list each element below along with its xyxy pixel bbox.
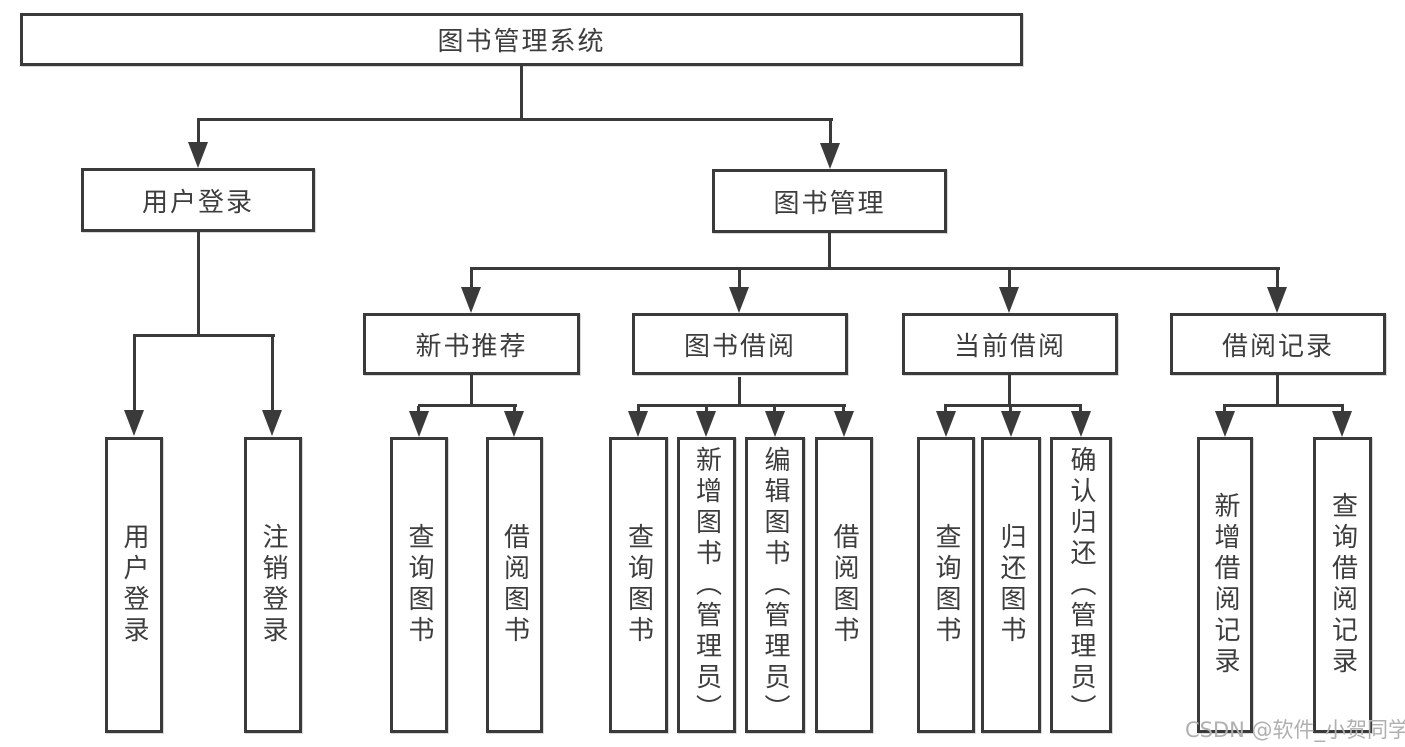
- connector-line: [1276, 269, 1279, 289]
- connector-line: [705, 406, 708, 415]
- connector-line: [133, 336, 136, 410]
- leaf-add-book-admin-label: 新增图书（管理员）: [691, 445, 722, 725]
- arrowhead-icon: [188, 142, 208, 168]
- connector-line: [1223, 404, 1344, 407]
- node-current-borrow: 当前借阅: [902, 313, 1118, 375]
- leaf-logout: 注销登录: [244, 437, 302, 733]
- arrowhead-icon: [1215, 411, 1235, 437]
- connector-line: [637, 404, 846, 407]
- connector-line: [513, 406, 516, 415]
- csdn-watermark: CSDN @软件_小贺同学: [1185, 718, 1405, 742]
- leaf-return-book: 归还图书: [981, 437, 1041, 733]
- leaf-query-books-2-label: 查询图书: [623, 523, 654, 647]
- connector-line: [829, 120, 832, 145]
- arrowhead-icon: [124, 410, 144, 436]
- node-new-book-recommend-label: 新书推荐: [415, 331, 528, 362]
- leaf-query-books-2: 查询图书: [609, 437, 668, 733]
- leaf-borrow-books-1-label: 借阅图书: [499, 523, 530, 647]
- connector-line: [828, 233, 831, 269]
- leaf-add-book-admin: 新增图书（管理员）: [677, 437, 736, 733]
- node-borrow-record: 借阅记录: [1170, 313, 1386, 375]
- connector-line: [637, 406, 640, 415]
- leaf-query-books-1-label: 查询图书: [404, 523, 434, 647]
- leaf-query-borrow-record: 查询借阅记录: [1313, 437, 1372, 733]
- connector-line: [197, 118, 833, 121]
- leaf-query-books-1: 查询图书: [390, 437, 448, 733]
- arrowhead-icon: [1267, 287, 1287, 313]
- leaf-user-login: 用户登录: [105, 437, 163, 733]
- connector-line: [1079, 406, 1082, 415]
- leaf-add-borrow-record-label: 新增借阅记录: [1210, 492, 1240, 678]
- node-root-label: 图书管理系统: [437, 27, 606, 57]
- connector-line: [1223, 406, 1226, 415]
- connector-line: [738, 269, 741, 289]
- arrowhead-icon: [1001, 411, 1021, 437]
- leaf-borrow-books-2: 借阅图书: [815, 437, 873, 733]
- leaf-user-login-label: 用户登录: [119, 523, 149, 647]
- leaf-borrow-books-2-label: 借阅图书: [829, 523, 859, 647]
- connector-line: [1276, 375, 1279, 406]
- leaf-query-books-3: 查询图书: [917, 437, 975, 733]
- connector-line: [197, 120, 200, 144]
- arrowhead-icon: [999, 287, 1019, 313]
- leaf-query-borrow-record-label: 查询借阅记录: [1327, 492, 1358, 678]
- connector-line: [842, 406, 845, 415]
- node-book-management-label: 图书管理: [773, 188, 886, 219]
- arrowhead-icon: [262, 410, 282, 436]
- node-borrow-record-label: 借阅记录: [1221, 331, 1334, 362]
- leaf-borrow-books-1: 借阅图书: [486, 437, 543, 733]
- connector-line: [418, 404, 517, 407]
- connector-line: [520, 66, 523, 119]
- arrowhead-icon: [765, 411, 785, 437]
- connector-line: [470, 267, 1280, 270]
- connector-line: [417, 406, 420, 415]
- leaf-confirm-return-admin-label: 确认归还（管理员）: [1066, 445, 1096, 725]
- arrowhead-icon: [834, 411, 854, 437]
- connector-line: [271, 336, 274, 410]
- node-user-login: 用户登录: [81, 168, 315, 232]
- leaf-logout-label: 注销登录: [258, 523, 288, 647]
- arrowhead-icon: [409, 411, 429, 437]
- connector-line: [133, 334, 275, 337]
- node-new-book-recommend: 新书推荐: [363, 313, 580, 375]
- node-current-borrow-label: 当前借阅: [953, 331, 1066, 362]
- node-root: 图书管理系统: [20, 13, 1023, 66]
- connector-line: [1008, 375, 1011, 406]
- arrowhead-icon: [729, 287, 749, 313]
- leaf-return-book-label: 归还图书: [996, 523, 1026, 647]
- arrowhead-icon: [504, 411, 524, 437]
- arrowhead-icon: [936, 411, 956, 437]
- node-book-borrow-label: 图书借阅: [683, 331, 796, 362]
- connector-line: [773, 406, 776, 415]
- leaf-confirm-return-admin: 确认归还（管理员）: [1050, 437, 1112, 733]
- connector-line: [738, 377, 741, 406]
- connector-line: [470, 375, 473, 406]
- leaf-query-books-3-label: 查询图书: [931, 523, 961, 647]
- connector-line: [944, 404, 1082, 407]
- connector-line: [1008, 269, 1011, 289]
- arrowhead-icon: [1071, 411, 1091, 437]
- leaf-add-borrow-record: 新增借阅记录: [1197, 437, 1253, 733]
- leaf-edit-book-admin-label: 编辑图书（管理员）: [760, 445, 790, 725]
- connector-line: [1341, 406, 1344, 415]
- arrowhead-icon: [461, 287, 481, 313]
- arrowhead-icon: [1332, 411, 1352, 437]
- connector-line: [944, 406, 947, 415]
- node-book-management: 图书管理: [712, 169, 947, 233]
- arrowhead-icon: [628, 411, 648, 437]
- connector-line: [470, 269, 473, 289]
- arrowhead-icon: [820, 143, 840, 169]
- connector-line: [1009, 406, 1012, 415]
- node-book-borrow: 图书借阅: [632, 313, 848, 375]
- connector-line: [197, 232, 200, 336]
- leaf-edit-book-admin: 编辑图书（管理员）: [745, 437, 805, 733]
- arrowhead-icon: [696, 411, 716, 437]
- node-user-login-label: 用户登录: [141, 187, 254, 218]
